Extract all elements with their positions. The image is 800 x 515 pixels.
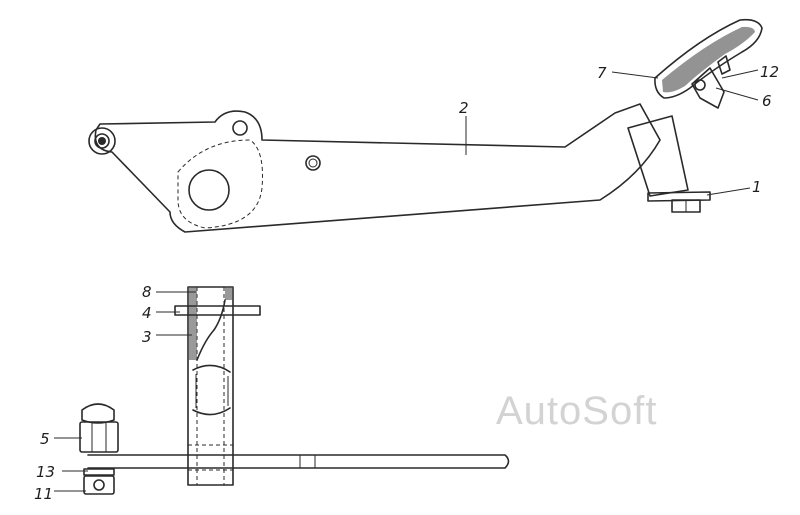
callout-2: 2	[459, 99, 469, 117]
pivot-bushing	[88, 127, 116, 155]
pedal-lever	[94, 103, 661, 233]
pedal-pad	[654, 18, 763, 109]
callout-13: 13	[36, 463, 55, 481]
callout-11: 11	[34, 485, 53, 503]
callout-8: 8	[142, 283, 152, 301]
callout-7: 7	[597, 64, 607, 82]
vertical-sleeve	[174, 286, 261, 486]
pedal-stop-bracket	[627, 115, 711, 213]
adjusting-nut	[79, 403, 119, 495]
callout-4: 4	[142, 304, 152, 322]
leader-lines	[54, 69, 759, 492]
autosoft-watermark: AutoSoft	[496, 389, 657, 433]
rod-assembly	[87, 454, 510, 469]
callout-5: 5	[40, 430, 50, 448]
callout-1: 1	[752, 178, 762, 196]
callout-3: 3	[142, 328, 152, 346]
callout-6: 6	[762, 92, 772, 110]
callout-12: 12	[760, 63, 779, 81]
